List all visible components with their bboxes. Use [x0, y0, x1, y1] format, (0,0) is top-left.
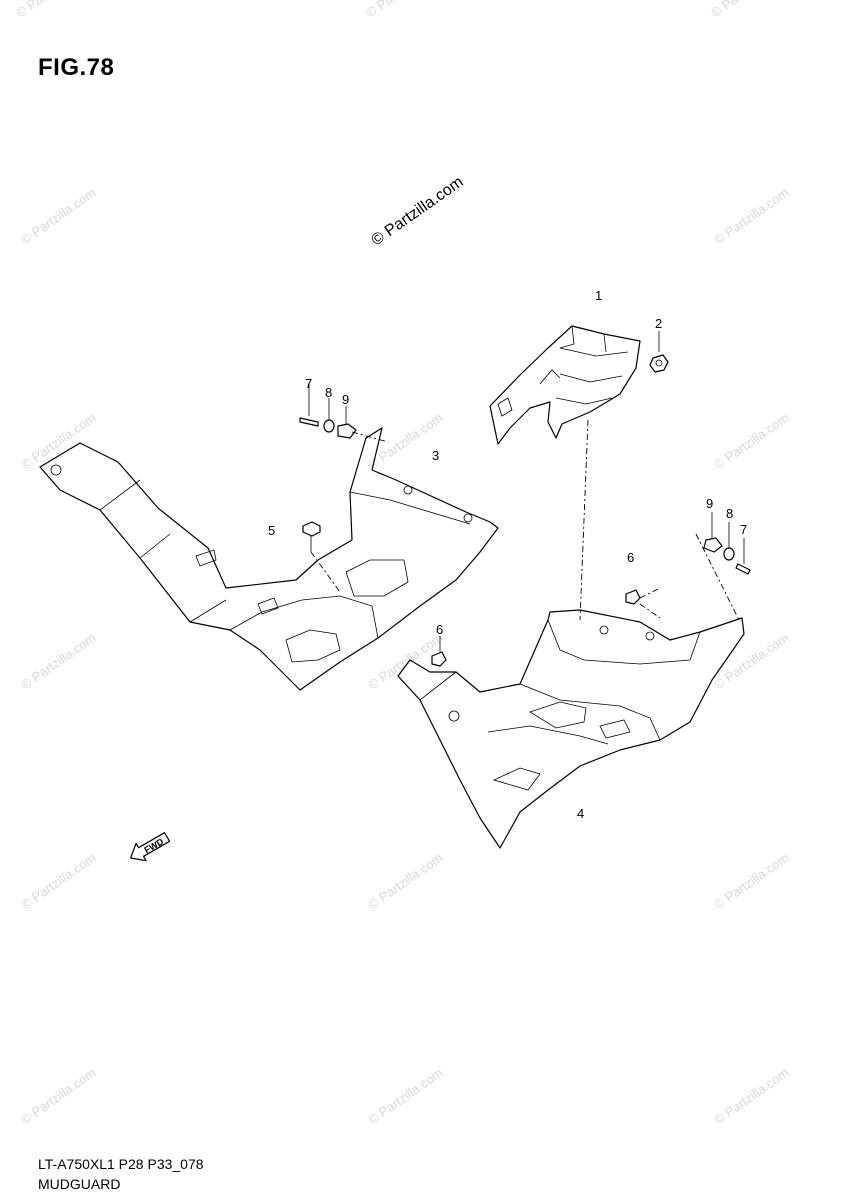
watermark: © Partzilla.com [365, 850, 445, 913]
callout-8: 8 [325, 385, 332, 400]
callout-7: 7 [305, 376, 312, 391]
figure-title: FIG.78 [38, 54, 115, 81]
part-2-nut [649, 331, 669, 373]
watermark: © Partzilla.com [18, 850, 98, 913]
section-name: MUDGUARD [38, 1176, 121, 1192]
callout-5: 5 [268, 523, 275, 538]
callout-3: 3 [432, 448, 439, 463]
watermark: © Partzilla.com [18, 630, 98, 693]
watermark: © Partzilla.com [365, 1065, 445, 1128]
watermark: © Partzilla.com [711, 410, 791, 473]
callout-4: 4 [577, 806, 584, 821]
callout-9: 9 [706, 496, 713, 511]
leader-line [579, 419, 589, 621]
watermark: © Partzilla.com [18, 185, 98, 248]
model-code: LT-A750XL1 P28 P33_078 [38, 1156, 204, 1172]
watermark: © Partzilla.com [711, 630, 791, 693]
watermark: © Partzilla.com [18, 1065, 98, 1128]
callout-6: 6 [436, 622, 443, 637]
callout-2: 2 [655, 316, 662, 331]
callout-9: 9 [342, 392, 349, 407]
callout-6: 6 [627, 550, 634, 565]
part-3-left-mudguard [39, 427, 499, 691]
watermark: © Partzilla.com [13, 0, 93, 20]
watermark: © Partzilla.com [365, 630, 445, 693]
watermark: © Partzilla.com [711, 185, 791, 248]
watermark: © Partzilla.com [363, 0, 443, 20]
watermark: © Partzilla.com [711, 1065, 791, 1128]
callout-8: 8 [726, 506, 733, 521]
part-6-left-nut [431, 636, 447, 667]
part-5-bolt [302, 521, 341, 593]
part-7-8-9-right-fasteners [695, 512, 751, 623]
part-7-8-9-left-fasteners [299, 384, 389, 443]
forward-arrow-icon: FWD [130, 832, 171, 862]
watermark: © Partzilla.com [18, 410, 98, 473]
part-1-cover [489, 325, 641, 445]
watermark: © Partzilla.com [708, 0, 788, 20]
watermark: © Partzilla.com [365, 410, 445, 473]
watermark: © Partzilla.com [711, 850, 791, 913]
part-4-right-mudguard [397, 609, 745, 849]
part-6-right-nut [625, 587, 661, 619]
callout-1: 1 [595, 288, 602, 303]
main-watermark: © Partzilla.com [369, 174, 467, 250]
callout-7: 7 [740, 522, 747, 537]
watermark-layer: © Partzilla.com © Partzilla.com © Partzi… [13, 0, 791, 1127]
